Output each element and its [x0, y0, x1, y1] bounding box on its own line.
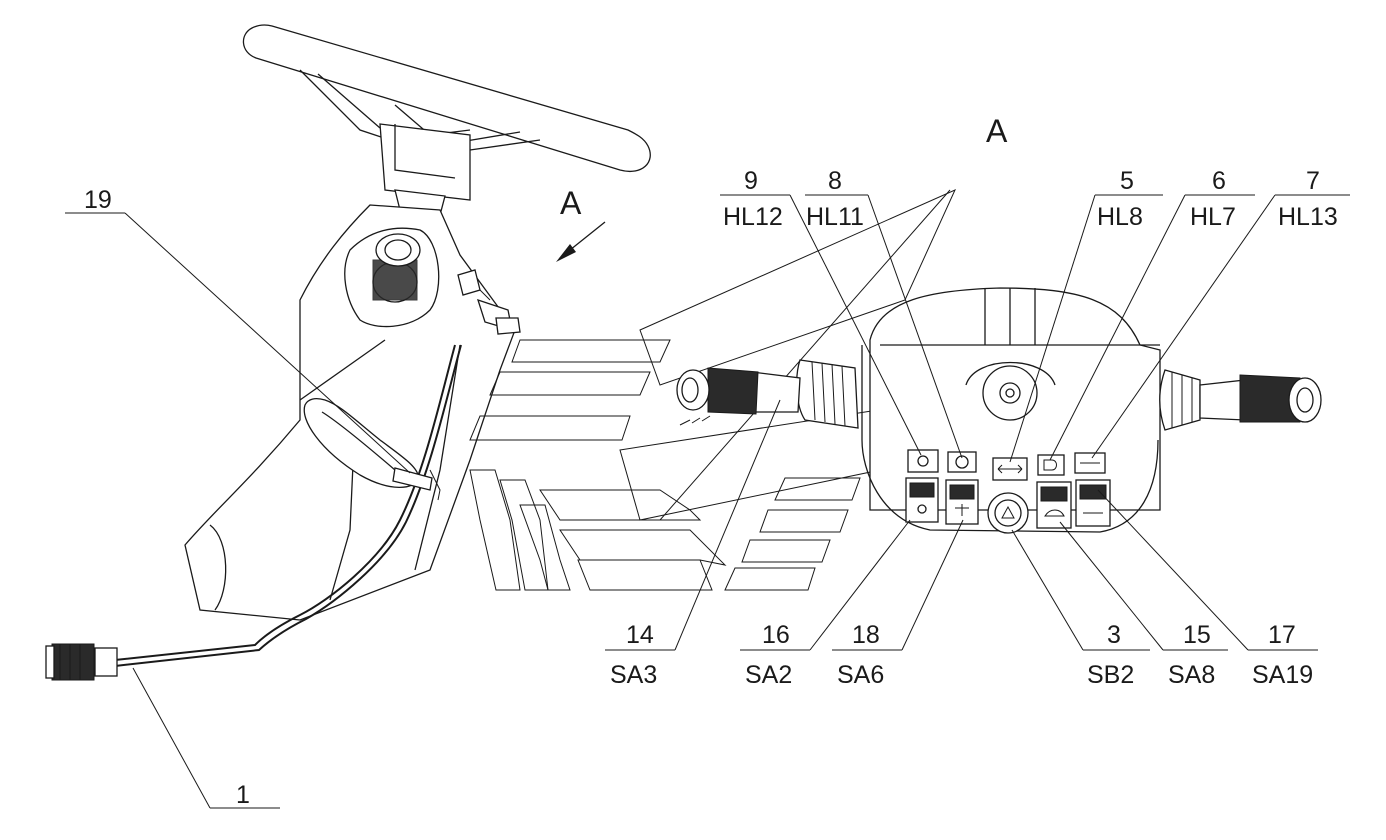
- harness-connector-plug: [45, 643, 118, 681]
- callout-3-code: SB2: [1087, 661, 1134, 689]
- steering-hub: [379, 123, 471, 216]
- wiring-harness: [114, 344, 462, 667]
- callout-17-number: 17: [1268, 621, 1296, 649]
- callout-5-number: 5: [1120, 167, 1134, 195]
- callout-5-code: HL8: [1097, 203, 1143, 231]
- callout-19-number: 19: [84, 186, 112, 214]
- ignition-knob: [372, 233, 421, 303]
- center-dial: [965, 361, 1056, 421]
- shroud-handle: [303, 398, 419, 488]
- view-direction-arrow: A: [556, 185, 606, 262]
- callout-15-number: 15: [1183, 621, 1211, 649]
- callout-16-code: SA2: [745, 661, 792, 689]
- callout-15-code: SA8: [1168, 661, 1215, 689]
- callout-7-number: 7: [1306, 167, 1320, 195]
- indicator-hl11: [947, 451, 977, 473]
- left-stalk-sa3: [676, 359, 859, 429]
- callout-17-code: SA19: [1252, 661, 1313, 689]
- column-shroud: [184, 204, 516, 621]
- callout-6-number: 6: [1212, 167, 1226, 195]
- callout-6-code: HL7: [1190, 203, 1236, 231]
- callout-14-code: SA3: [610, 661, 657, 689]
- leader-lines: [65, 194, 1350, 809]
- callout-9-code: HL12: [723, 203, 783, 231]
- callout-1-number: 1: [236, 781, 250, 809]
- callout-8-code: HL11: [806, 203, 864, 231]
- callout-14-number: 14: [626, 621, 654, 649]
- callout-8-number: 8: [828, 167, 842, 195]
- callout-labels: A 19 1 9 HL12 8 HL11 5 HL8 6 HL7 7 HL13 …: [84, 113, 1338, 809]
- hazard-button-sb2: [987, 492, 1029, 534]
- callout-18-number: 18: [852, 621, 880, 649]
- view-arrow-label: A: [560, 185, 582, 221]
- callout-9-number: 9: [744, 167, 758, 195]
- right-stalk: [1159, 369, 1322, 431]
- callout-18-code: SA6: [837, 661, 884, 689]
- rocker-switches: [905, 477, 1111, 529]
- view-label-main: A: [986, 113, 1008, 149]
- switch-panel: [676, 287, 1322, 534]
- steering-column-assembly: A: [45, 24, 651, 681]
- column-connectors: [457, 269, 521, 335]
- callout-7-code: HL13: [1278, 203, 1338, 231]
- callout-3-number: 3: [1107, 621, 1121, 649]
- callout-16-number: 16: [762, 621, 790, 649]
- indicator-hl12: [907, 449, 939, 473]
- indicator-row: [907, 449, 1106, 481]
